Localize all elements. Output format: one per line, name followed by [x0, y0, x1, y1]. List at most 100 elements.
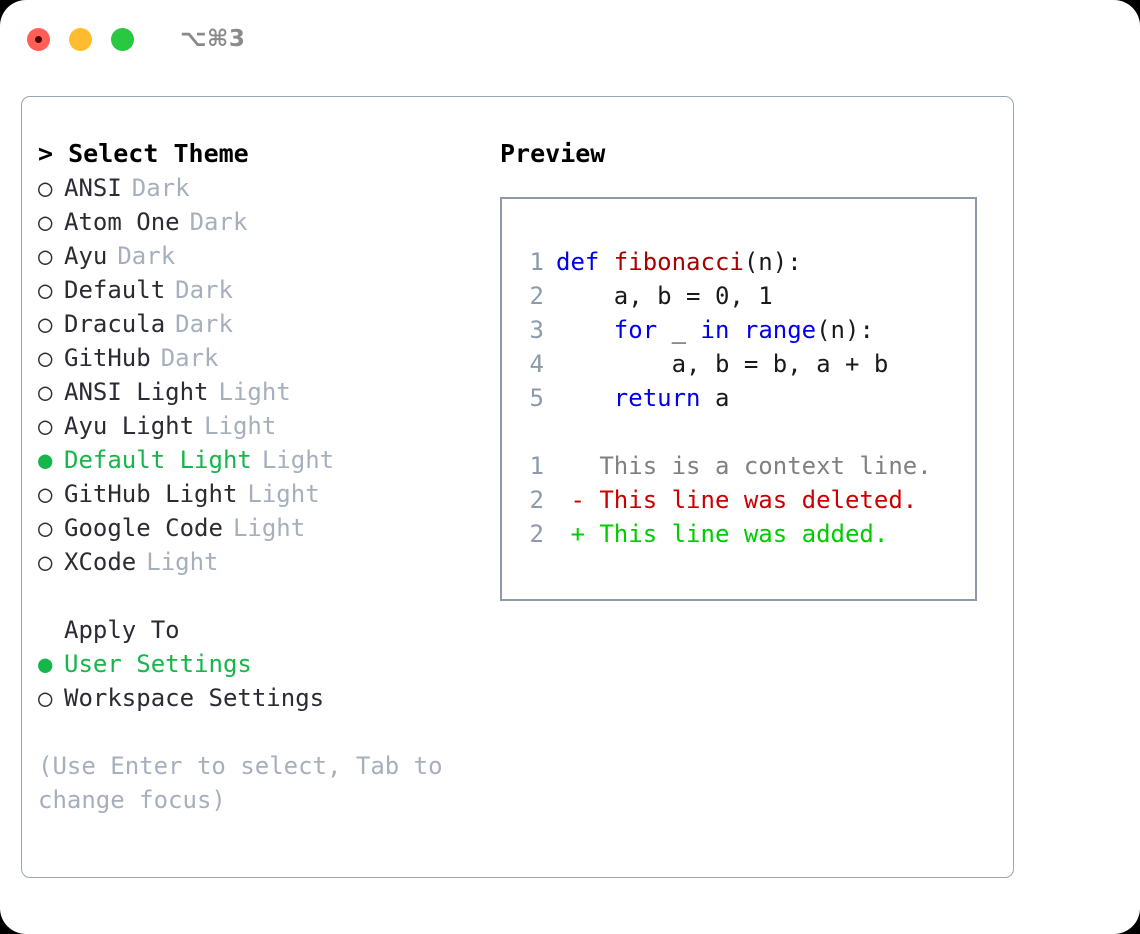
diff-line-0: 1 This is a context line. [502, 449, 975, 483]
code-token: return [613, 384, 701, 412]
theme-option-kind: Light [232, 514, 306, 542]
theme-option-9[interactable]: ○ GitHub Light Light [38, 477, 508, 511]
radio-unselected-icon: ○ [38, 276, 53, 304]
radio-unselected-icon: ○ [38, 514, 53, 542]
theme-option-kind: Dark [117, 242, 176, 270]
code-line-2: 3 for _ in range(n): [502, 313, 975, 347]
diff-line-text: - This line was deleted. [556, 483, 917, 517]
line-number: 5 [529, 384, 544, 412]
theme-option-kind: Dark [175, 310, 233, 338]
line-number: 2 [529, 486, 544, 514]
minimize-button-icon[interactable] [69, 27, 92, 51]
radio-selected-icon: ● [38, 446, 53, 474]
window-titlebar: ⌥⌘3 [0, 0, 1140, 78]
theme-option-kind: Light [247, 480, 320, 508]
apply-option-0[interactable]: ●User Settings [38, 647, 508, 681]
radio-unselected-icon: ○ [38, 310, 53, 338]
radio-unselected-icon: ○ [38, 684, 53, 712]
code-token [556, 316, 614, 344]
code-token: _ [657, 316, 701, 344]
radio-unselected-icon: ○ [38, 344, 53, 372]
theme-option-kind: Dark [160, 344, 219, 372]
code-token: a, b = b, a + b [556, 350, 889, 378]
theme-option-kind: Dark [189, 208, 248, 236]
code-token: in range [700, 316, 817, 344]
theme-option-label: XCode [64, 548, 137, 576]
maximize-button-icon[interactable] [111, 27, 134, 51]
code-token: (n): [816, 316, 874, 344]
theme-option-10[interactable]: ○ Google Code Light [38, 511, 508, 545]
radio-selected-icon: ● [38, 650, 53, 678]
traffic-lights [27, 27, 134, 51]
line-number: 2 [529, 282, 544, 310]
theme-list-title: > Select Theme [38, 139, 249, 168]
theme-option-2[interactable]: ○ Ayu Dark [38, 239, 508, 273]
theme-option-label: ANSI Light [64, 378, 209, 406]
theme-option-kind: Light [146, 548, 219, 576]
apply-to-title: Apply To [64, 616, 180, 644]
code-token: fibonacci [613, 248, 744, 276]
code-token: - This line was deleted. [556, 486, 918, 514]
theme-option-kind: Dark [131, 174, 190, 202]
apply-option-label: Workspace Settings [64, 684, 325, 712]
theme-option-4[interactable]: ○ Dracula Dark [38, 307, 508, 341]
radio-unselected-icon: ○ [38, 378, 53, 406]
preview-title: Preview [500, 139, 606, 168]
code-line-text: return a [556, 381, 730, 415]
theme-option-0[interactable]: ○ ANSI Dark [38, 171, 508, 205]
window-title: ⌥⌘3 [180, 26, 246, 52]
code-token [556, 384, 614, 412]
theme-option-label: Google Code [64, 514, 223, 542]
diff-sample: 1 This is a context line.2 - This line w… [502, 449, 975, 551]
theme-option-kind: Light [218, 378, 291, 406]
diff-line-text: This is a context line. [556, 449, 931, 483]
theme-option-11[interactable]: ○ XCode Light [38, 545, 508, 579]
code-token: a [700, 384, 730, 412]
spacer [502, 415, 975, 449]
theme-option-kind: Dark [175, 276, 233, 304]
line-number: 1 [529, 452, 544, 480]
diff-line-text: + This line was added. [556, 517, 888, 551]
theme-option-label: ANSI [64, 174, 122, 202]
line-number: 4 [529, 350, 544, 378]
diff-line-1: 2 - This line was deleted. [502, 483, 975, 517]
close-button-icon[interactable] [27, 27, 50, 51]
radio-unselected-icon: ○ [38, 242, 53, 270]
theme-option-label: Default [64, 276, 166, 304]
line-number: 3 [529, 316, 544, 344]
line-number: 1 [529, 248, 544, 276]
theme-option-label: Dracula [64, 310, 166, 338]
radio-unselected-icon: ○ [38, 548, 53, 576]
code-token: def [556, 248, 614, 276]
code-line-text: def fibonacci(n): [556, 245, 802, 279]
code-token: (n): [743, 248, 802, 276]
spacer [38, 579, 508, 613]
code-token: for [613, 316, 658, 344]
theme-option-label: GitHub Light [64, 480, 238, 508]
theme-option-label: Ayu Light [64, 412, 195, 440]
theme-option-6[interactable]: ○ ANSI Light Light [38, 375, 508, 409]
code-line-text: a, b = b, a + b [556, 347, 889, 381]
diff-line-2: 2 + This line was added. [502, 517, 975, 551]
theme-option-label: Ayu [64, 242, 108, 270]
keyboard-hint: (Use Enter to select, Tab to change focu… [38, 752, 458, 814]
code-line-0: 1 def fibonacci(n): [502, 245, 975, 279]
theme-option-3[interactable]: ○ Default Dark [38, 273, 508, 307]
theme-option-kind: Light [204, 412, 277, 440]
radio-unselected-icon: ○ [38, 174, 53, 202]
apply-option-1[interactable]: ○ Workspace Settings [38, 681, 508, 715]
code-token: a, b = 0, 1 [556, 282, 773, 310]
radio-unselected-icon: ○ [38, 480, 53, 508]
code-line-3: 4 a, b = b, a + b [502, 347, 975, 381]
